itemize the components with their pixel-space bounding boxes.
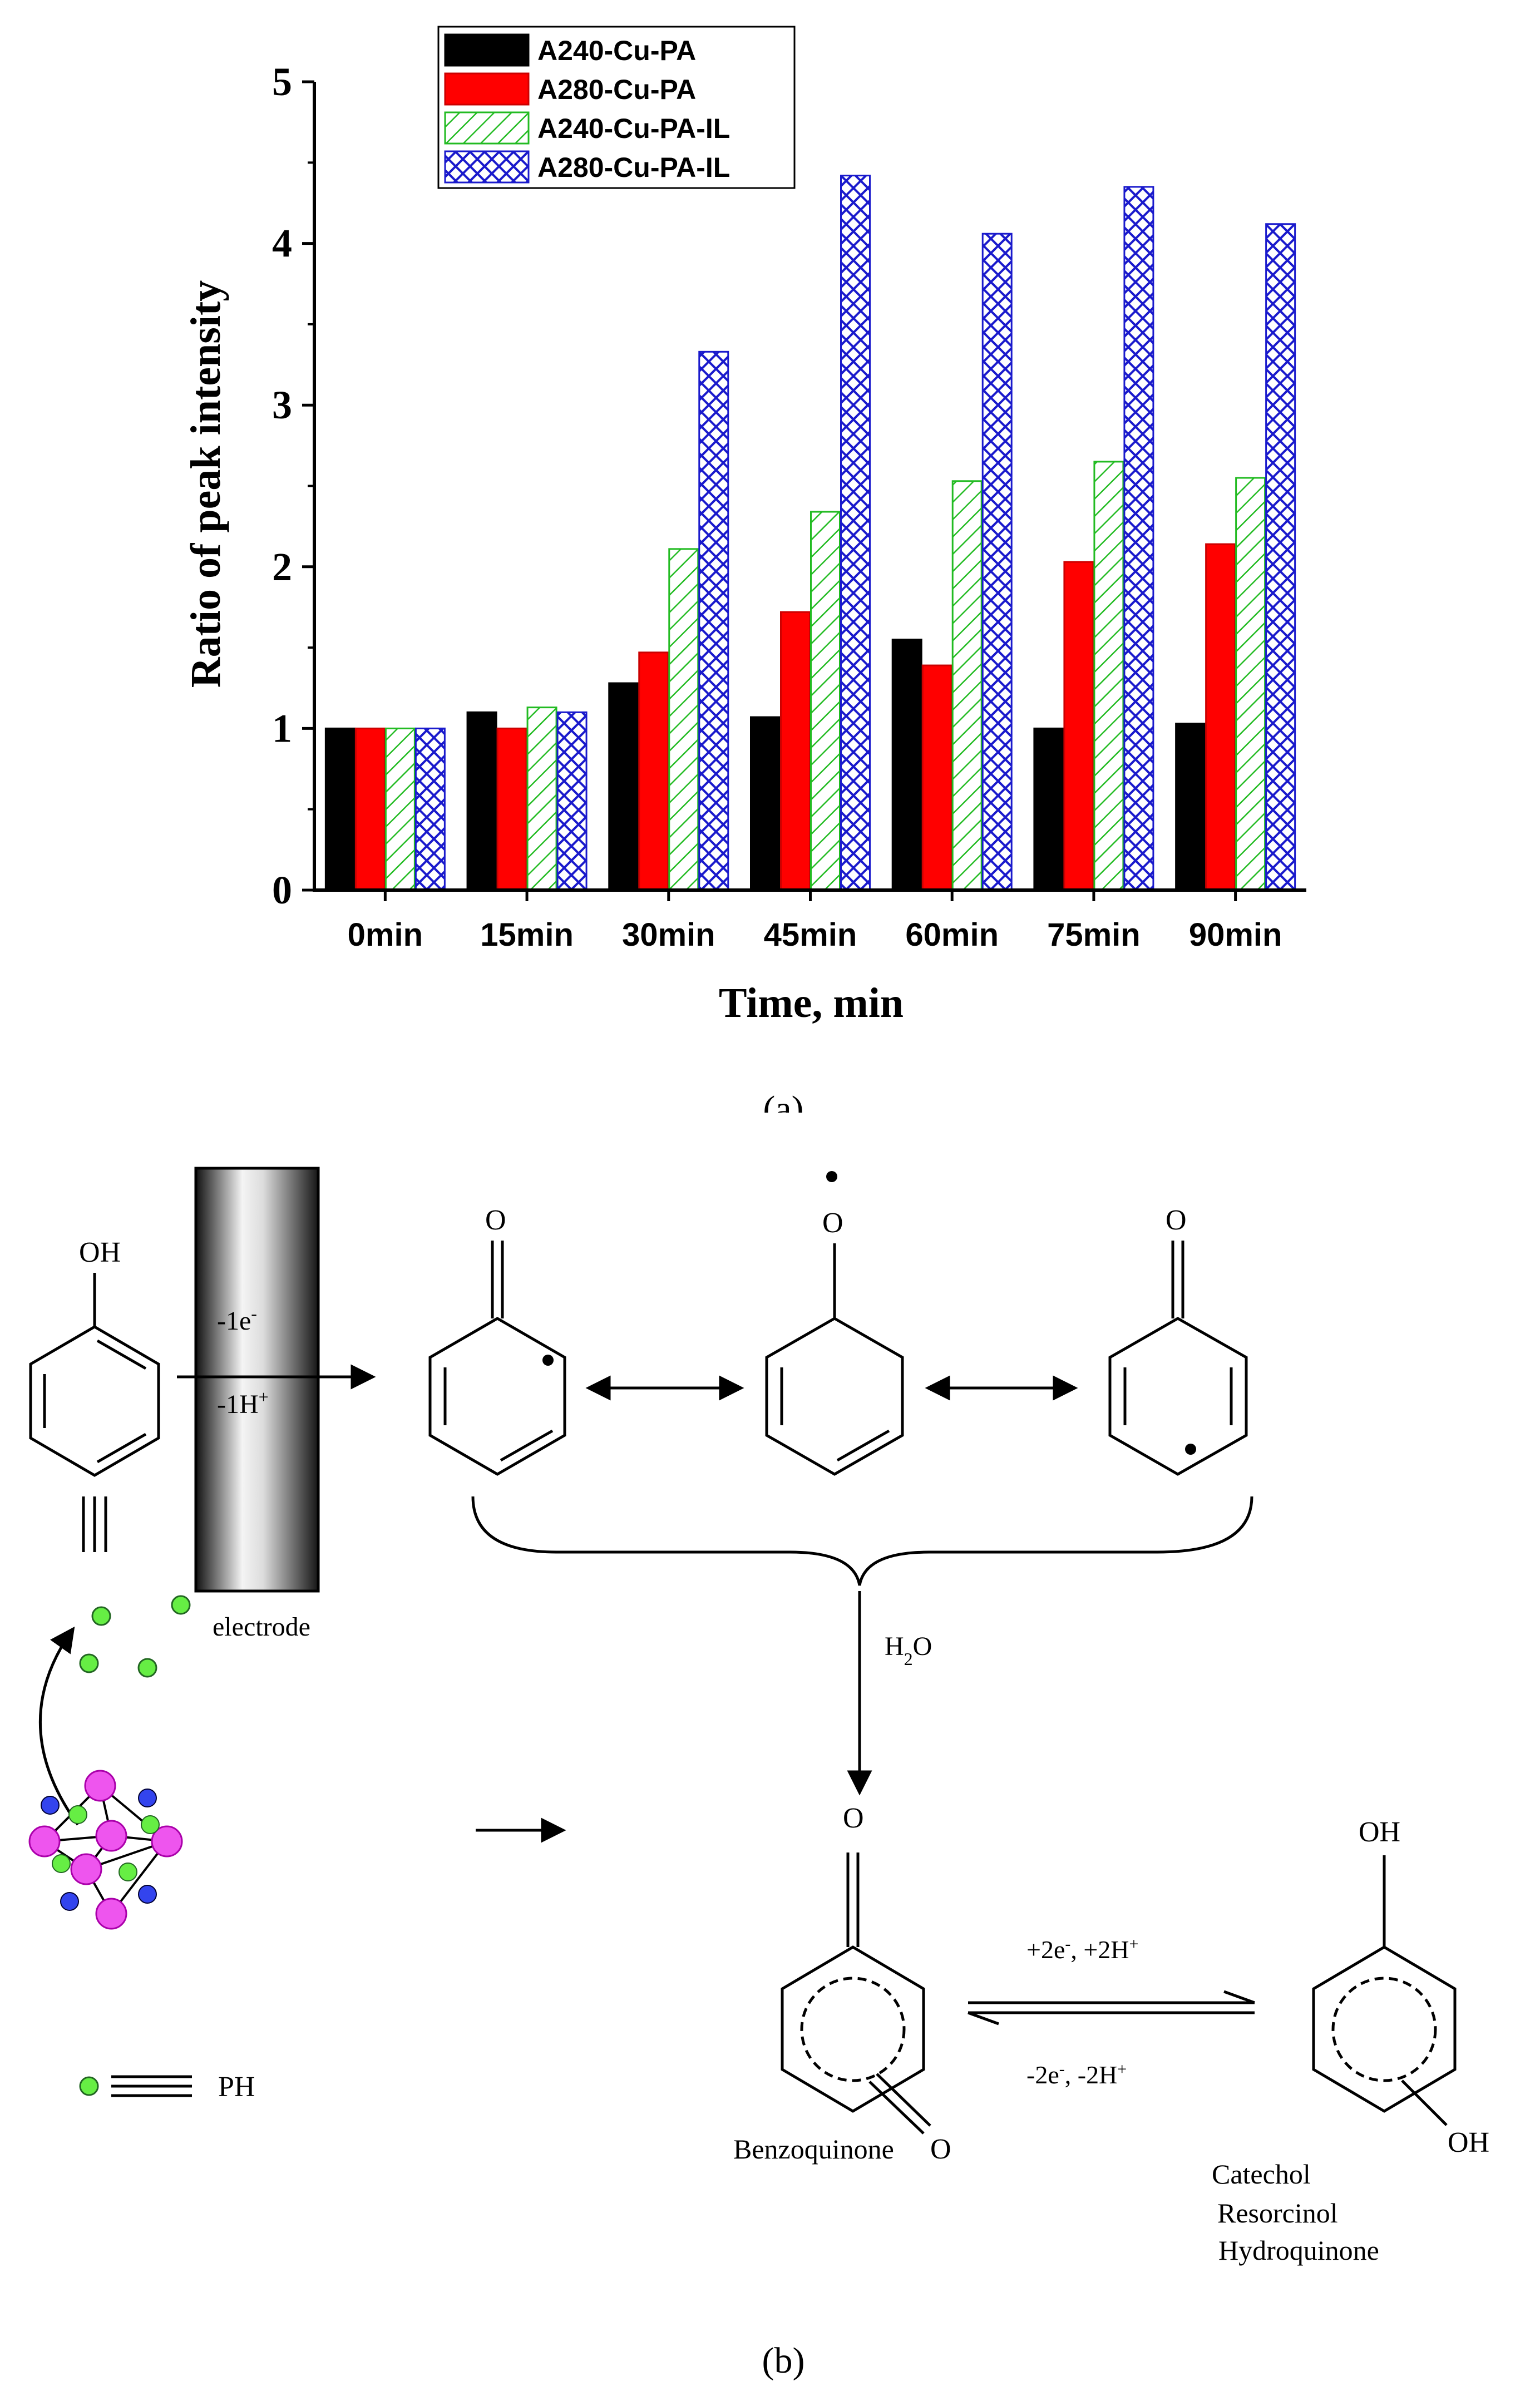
bar-3-75min	[1093, 461, 1124, 891]
oxygen-label-3: O	[1166, 1204, 1187, 1236]
dihydroxybenzene-molecule	[1312, 1855, 1457, 2126]
caption-b: (b)	[762, 2340, 805, 2381]
bar-2-60min	[921, 664, 952, 891]
bar-3-90min	[1235, 477, 1266, 891]
x-tick-label: 90min	[1189, 917, 1282, 953]
y-tick-label: 1	[272, 706, 292, 750]
triple-bond	[82, 1496, 107, 1552]
bar-3-60min	[951, 480, 983, 891]
x-tick-label: 0min	[348, 917, 423, 953]
legend-label-3: A240-Cu-PA-IL	[537, 113, 730, 144]
bar-3-45min	[810, 511, 841, 891]
bar-4-60min	[981, 233, 1013, 891]
legend-label-1: A240-Cu-PA	[537, 35, 696, 66]
oxidation-proton-label: -1H+	[217, 1387, 269, 1419]
bar-chart: 0 1 2 3 4 5 0min 15min 30min 45min 60min 75min 90mi…	[182, 26, 1306, 1113]
phenoxy-radical-2	[765, 1243, 904, 1476]
x-tick-label: 60min	[905, 917, 999, 953]
legend-swatch-4	[444, 150, 530, 184]
water-label: H2O	[885, 1632, 932, 1669]
x-tick-label: 75min	[1047, 917, 1141, 953]
oxidation-electron-label: -1e-	[217, 1303, 257, 1336]
reduction-label: +2e-, +2H+	[1026, 1935, 1138, 1964]
bar-1-15min	[466, 711, 497, 891]
x-tick-label: 45min	[764, 917, 857, 953]
legend-label-2: A280-Cu-PA	[537, 74, 696, 105]
phenol-molecule	[29, 1273, 160, 1477]
bar-1-60min	[891, 639, 922, 891]
benzoquinone-label: Benzoquinone	[733, 2133, 894, 2165]
y-tick-label: 5	[272, 60, 292, 104]
y-tick-label: 2	[272, 545, 292, 589]
legend-swatch-2	[444, 72, 530, 106]
bar-4-30min	[698, 350, 729, 891]
y-axis-title: Ratio of peak intensity	[182, 280, 229, 688]
y-ticks: 0 1 2 3 4 5	[272, 60, 314, 912]
oxidation-label: -2e-, -2H+	[1026, 2060, 1127, 2089]
legend-swatch-3	[444, 111, 530, 145]
radical-dot-1	[542, 1355, 554, 1366]
bar-2-15min	[496, 727, 527, 891]
phenoxy-radical-1	[428, 1241, 566, 1476]
bar-3-30min	[668, 548, 699, 891]
x-ticks: 0min 15min 30min 45min 60min 75min 90min	[348, 890, 1282, 953]
bar-2-90min	[1205, 543, 1236, 891]
bar-1-0min	[324, 727, 356, 891]
y-tick-label: 3	[272, 383, 292, 427]
bar-4-90min	[1265, 223, 1296, 891]
bars-layer	[324, 175, 1296, 891]
radical-dot-3	[1185, 1444, 1196, 1455]
x-tick-label: 30min	[622, 917, 715, 953]
bar-1-45min	[750, 716, 781, 891]
product-oh-top: OH	[1359, 1816, 1400, 1848]
phenoxy-radical-3	[1108, 1241, 1248, 1476]
resonance-brace	[471, 1496, 1253, 1586]
x-tick-label: 15min	[480, 917, 574, 953]
oxygen-label-1: O	[485, 1204, 506, 1236]
equilibrium-arrows	[968, 1990, 1255, 2026]
caption-a: (a)	[763, 1089, 803, 1113]
bar-1-75min	[1033, 727, 1064, 891]
bar-3-0min	[384, 727, 416, 891]
phenol-oh-label: OH	[79, 1237, 121, 1268]
legend: A240-Cu-PA A280-Cu-PA A240-Cu-PA-IL A280-Cu…	[437, 26, 796, 189]
bar-1-30min	[608, 682, 639, 891]
benzoquinone-oxygen-top: O	[843, 1802, 864, 1834]
released-phenol-particles	[79, 1595, 191, 1678]
product-oh-side: OH	[1448, 2127, 1489, 2158]
reaction-scheme: OH electrode -1e- -1H+ O O O H2O	[28, 1167, 1489, 2381]
product-name-catechol: Catechol	[1212, 2158, 1311, 2190]
product-name-resorcinol: Resorcinol	[1217, 2197, 1338, 2229]
bar-3-15min	[526, 707, 557, 891]
release-arrow	[38, 1626, 80, 1826]
ph-legend-particle	[79, 2076, 99, 2096]
product-name-hydroquinone: Hydroquinone	[1218, 2235, 1379, 2266]
ph-legend-label: PH	[218, 2071, 255, 2103]
bar-4-15min	[556, 711, 588, 891]
electrode-bar	[194, 1167, 320, 1593]
benzoquinone-molecule	[781, 1853, 931, 2135]
x-axis-title: Time, min	[719, 980, 904, 1026]
bar-2-0min	[354, 727, 386, 891]
oxygen-label-2: O	[822, 1207, 843, 1239]
catalyst-cluster	[28, 1770, 183, 1930]
bar-4-0min	[414, 727, 446, 891]
bar-1-90min	[1175, 723, 1206, 891]
y-tick-label: 0	[272, 868, 292, 912]
ph-legend-bond	[111, 2075, 192, 2097]
legend-label-4: A280-Cu-PA-IL	[537, 152, 730, 183]
benzoquinone-oxygen-side: O	[930, 2133, 951, 2165]
bar-4-75min	[1123, 186, 1154, 891]
legend-swatch-1	[444, 33, 530, 67]
bar-2-75min	[1063, 561, 1094, 891]
bar-2-45min	[780, 611, 811, 891]
radical-dot-2	[826, 1171, 837, 1182]
bar-2-30min	[638, 651, 669, 891]
electrode-label: electrode	[213, 1612, 310, 1642]
bar-4-45min	[840, 175, 871, 891]
y-tick-label: 4	[272, 221, 292, 266]
